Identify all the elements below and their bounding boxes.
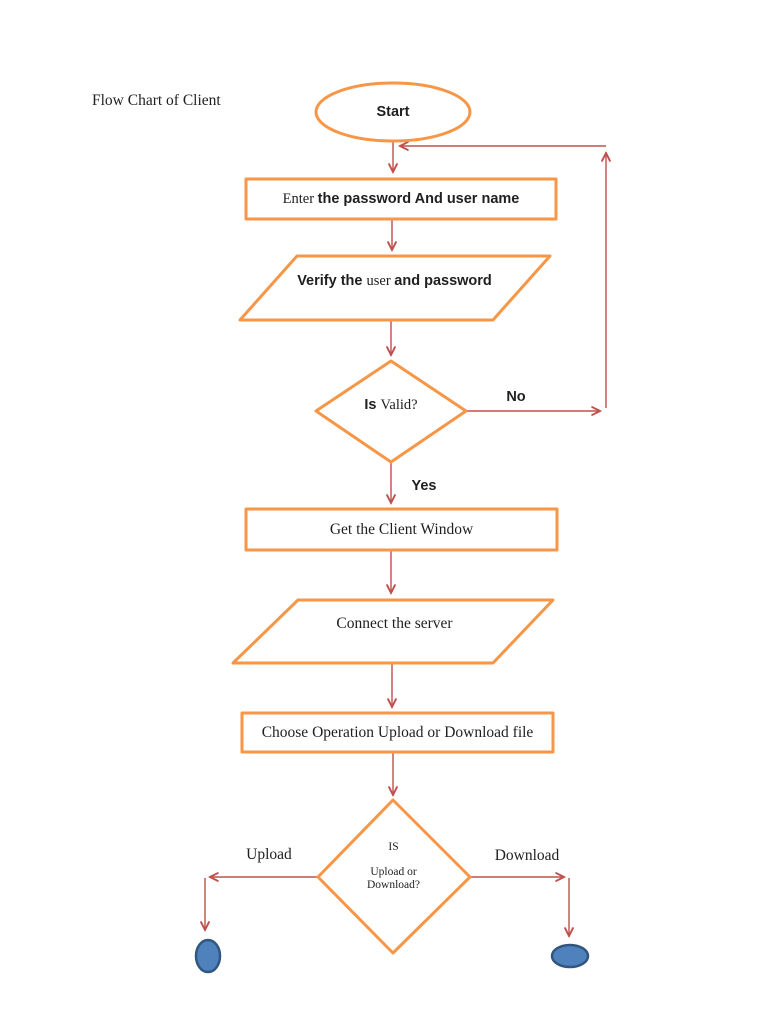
node-choose-operation [240,711,555,754]
edge-label-download: Download [494,847,560,864]
node-is-upload-or-download [316,798,472,955]
enter-credentials-label: Enter the password And user name [282,190,520,208]
node-get-client-window [244,507,559,552]
node-enter-credentials [244,177,558,221]
verify-user-label: Verify the user and password [297,272,492,290]
edge-label-yes: Yes [411,478,437,494]
choose-operation-label: Choose Operation Upload or Download file [261,723,534,741]
connect-server-label: Connect the server [336,615,453,632]
node-verify-user [238,254,552,322]
terminal-download [550,943,590,969]
node-is-valid [314,359,468,464]
page-title: Flow Chart of Client [92,92,221,109]
edge-label-upload: Upload [246,846,292,863]
is-upload-or-download-label: IS Upload or Download? [318,841,469,892]
decision-line-3: Download? [366,879,420,891]
node-start [314,81,472,143]
start-label: Start [376,104,410,120]
decision-line-1: IS [388,841,399,853]
get-client-window-label: Get the Client Window [329,520,474,538]
decision-line-2: Upload or [370,866,417,878]
is-valid-label: Is Valid? [364,396,418,414]
terminal-upload [194,938,222,974]
node-connect-server [231,598,555,665]
edge-label-no: No [506,389,526,405]
